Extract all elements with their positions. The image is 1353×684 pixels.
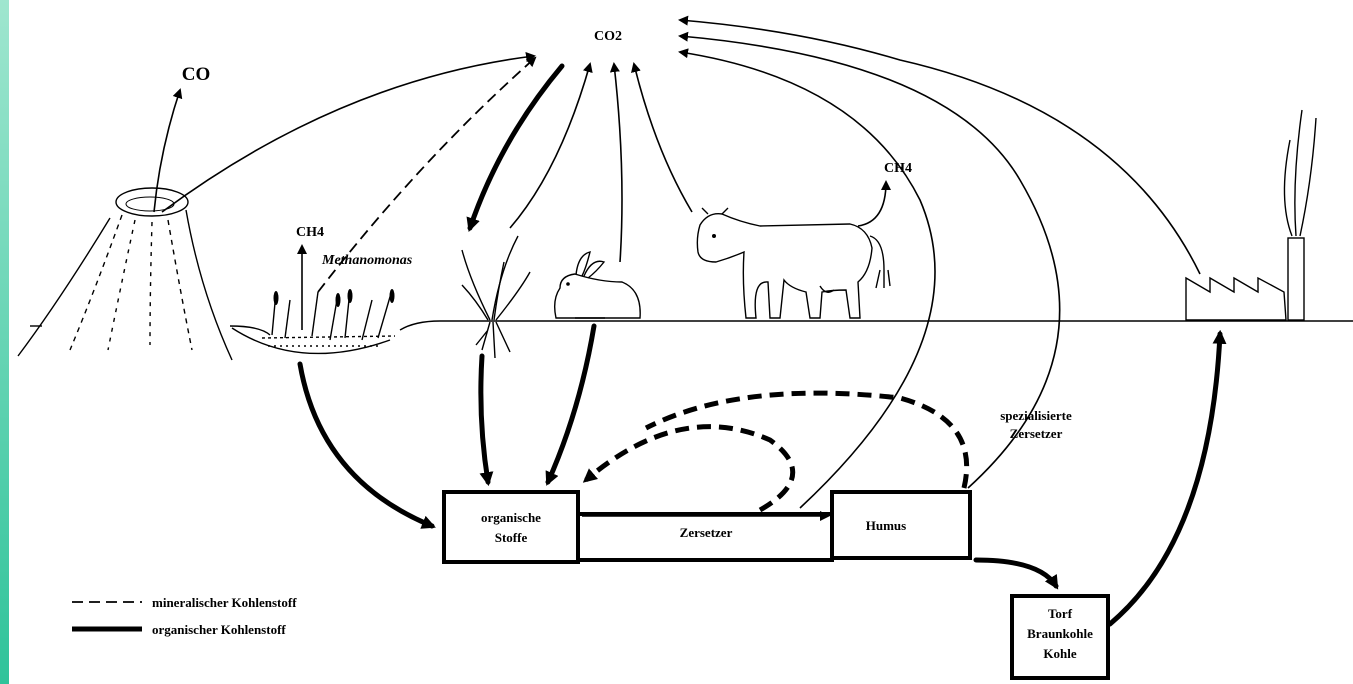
cow-to-co2-arrow [634,64,692,212]
decomposers-to-co2-arrow [680,52,935,508]
swamp-to-organic-arrow [300,364,432,526]
ch4-swamp-label: CH4 [296,225,324,240]
plant-to-organic-arrow [481,356,488,482]
ground-line [30,321,1353,335]
legend: mineralischer Kohlenstoff organischer Ko… [72,595,297,637]
humus-label: Humus [866,518,906,533]
legend-mineral-label: mineralischer Kohlenstoff [152,595,297,610]
organic-matter-label-1: organische [481,510,541,525]
rabbit-icon [555,252,641,318]
cow-icon [697,208,890,318]
humus-to-peat-arrow [976,560,1056,586]
plant-icon [462,236,530,358]
volcano-icon [18,188,232,360]
rabbit-to-organic-arrow [548,326,594,482]
decomposers-label: Zersetzer [680,525,733,540]
labels: CO2 CO CH4 CH4 Methanomonas organische S… [182,29,1093,661]
volcano-to-co2-arrow [162,56,534,212]
methanomonas-label: Methanomonas [321,253,413,268]
organic-matter-label-2: Stoffe [495,530,528,545]
factory-to-co2-arrow [680,20,1200,274]
peat-to-factory-arrow [1110,334,1220,624]
mineral-carbon-arrows [154,20,1200,516]
co2-to-plant-arrow [470,66,562,228]
ch4-cow-label: CH4 [884,161,912,176]
peat-label: Torf [1048,606,1073,621]
rabbit-to-co2-arrow [614,64,622,262]
organic-matter-box [444,492,578,562]
swamp-reeds-icon [232,289,395,353]
lignite-label: Braunkohle [1027,626,1093,641]
decomposer-loop-arrow [586,427,793,510]
plant-to-co2-arrow [510,64,590,228]
co2-label: CO2 [594,29,622,44]
boxes [444,492,1108,678]
legend-organic-label: organischer Kohlenstoff [152,622,286,637]
specialised-decomposers-label-1: spezialisierte [1000,408,1072,423]
factory-icon [1186,110,1316,320]
cow-to-ch4-arrow [858,182,886,226]
humus-loop-arrow [646,393,967,488]
coal-label: Kohle [1043,646,1076,661]
co-label: CO [182,64,211,85]
specialised-decomposers-label-2: Zersetzer [1010,426,1063,441]
